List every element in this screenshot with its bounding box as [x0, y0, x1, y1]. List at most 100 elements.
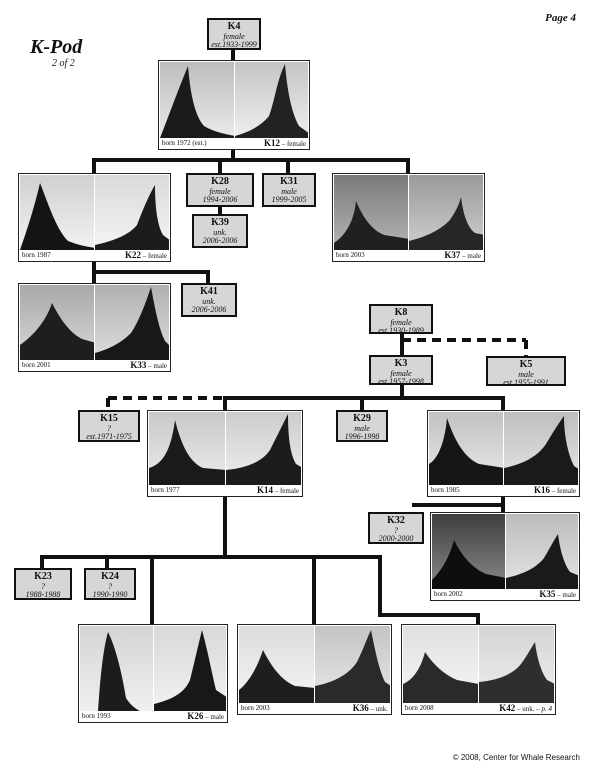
box-k41: K41 unk. 2006-2006	[181, 283, 237, 317]
box-id: K15	[100, 413, 118, 424]
box-id: K8	[394, 307, 408, 318]
dorsal-fin-left-photo	[432, 514, 506, 589]
photo-desc: female	[279, 487, 299, 495]
dorsal-fin-icon	[98, 632, 140, 711]
dorsal-fin-right-photo	[225, 412, 301, 485]
photo-born: born 2003	[241, 704, 270, 712]
dorsal-fin-icon	[505, 534, 578, 589]
box-sex: female	[390, 317, 412, 327]
box-k29: K29 male 1996-1998	[336, 410, 388, 442]
box-years: est.1957-1998	[378, 376, 424, 386]
dorsal-fin-icon	[225, 414, 301, 485]
box-years: 2006-2006	[202, 235, 238, 245]
box-years: 1988-1988	[25, 589, 61, 599]
box-sex: unk.	[202, 296, 216, 306]
photo-desc: male	[467, 252, 481, 260]
photo-id: K33	[130, 360, 147, 370]
box-sex: ?	[41, 581, 45, 591]
box-years: 2000-2000	[378, 533, 414, 543]
box-sex: female	[223, 31, 245, 41]
dorsal-fin-left-photo	[334, 175, 409, 250]
dorsal-fin-right-photo	[153, 626, 226, 711]
dorsal-fin-icon	[409, 197, 483, 250]
photo-k12: born 1972 (est.) K12 – female	[158, 60, 310, 150]
photo-k14: born 1977 K14 – female	[147, 410, 303, 497]
dorsal-fin-icon	[160, 66, 234, 138]
box-sex: female	[390, 368, 412, 378]
box-sex: ?	[107, 423, 111, 433]
box-years: est.1971-1975	[86, 431, 132, 441]
dorsal-fin-icon	[315, 630, 390, 703]
dorsal-fin-icon	[429, 418, 503, 485]
dorsal-fin-icon	[95, 185, 169, 250]
dorsal-fin-icon	[20, 183, 94, 250]
photo-id: K42	[499, 703, 516, 713]
photo-id: K14	[256, 485, 273, 495]
box-k8: K8 female est.1930-1989	[369, 304, 433, 335]
box-sex: male	[281, 186, 297, 196]
copyright: © 2008, Center for Whale Research	[452, 753, 580, 762]
box-sex: male	[518, 369, 534, 379]
photo-id: K26	[187, 711, 204, 721]
box-k32: K32 ? 2000-2000	[368, 512, 424, 544]
photo-born: born 1977	[151, 486, 180, 494]
box-id: K4	[227, 21, 241, 32]
dorsal-fin-left-photo	[429, 412, 504, 485]
photo-id: K16	[533, 485, 550, 495]
box-id: K23	[34, 571, 52, 582]
dorsal-fin-right-photo	[479, 626, 554, 703]
dorsal-fin-right-photo	[409, 175, 483, 250]
dorsal-fin-left-photo	[20, 285, 95, 360]
dorsal-fin-icon	[149, 420, 225, 485]
dorsal-fin-right-photo	[95, 175, 169, 250]
box-k31: K31 male 1999-2005	[262, 173, 316, 207]
box-id: K3	[394, 358, 408, 369]
box-k3: K3 female est.1957-1998	[369, 355, 433, 386]
box-sex: ?	[394, 525, 398, 535]
photo-k42: born 2008 K42 – unk. – p. 4	[401, 624, 556, 715]
photo-id: K12	[263, 138, 280, 148]
dorsal-fin-icon	[153, 630, 226, 711]
page-title: K-Pod	[30, 36, 83, 58]
box-id: K41	[200, 286, 218, 297]
box-k23: K23 ? 1988-1988	[14, 568, 72, 600]
box-id: K24	[101, 571, 119, 582]
photo-born: born 2002	[434, 590, 463, 598]
box-sex: ?	[108, 581, 112, 591]
box-years: 2006-2006	[191, 304, 227, 314]
photo-born: born 2001	[22, 361, 51, 369]
box-id: K29	[353, 413, 371, 424]
photo-desc: female	[286, 140, 306, 148]
box-years: est.1955-1991	[503, 377, 549, 387]
photo-id: K37	[444, 250, 461, 260]
dorsal-fin-left-photo	[403, 626, 479, 703]
dorsal-fin-left-photo	[20, 175, 95, 250]
box-sex: female	[209, 186, 231, 196]
box-k15: K15 ? est.1971-1975	[78, 410, 140, 442]
dorsal-fin-right-photo	[234, 62, 308, 138]
photo-note: p. 4	[541, 705, 553, 713]
dorsal-fin-icon	[239, 650, 314, 703]
photo-desc: female	[556, 487, 576, 495]
photo-desc: unk.	[375, 705, 388, 713]
dorsal-fin-icon	[334, 201, 408, 250]
photo-desc: male	[153, 362, 167, 370]
box-k4: K4 female est.1933-1999	[207, 18, 261, 50]
dorsal-fin-right-photo	[95, 285, 169, 360]
dorsal-fin-right-photo	[504, 412, 578, 485]
photo-k26: born 1993 K26 – male	[78, 624, 228, 723]
dorsal-fin-left-photo	[160, 62, 235, 138]
photo-desc: male	[210, 713, 224, 721]
dorsal-fin-icon	[479, 642, 554, 703]
box-years: 1996-1998	[344, 431, 380, 441]
dorsal-fin-right-photo	[315, 626, 390, 703]
dorsal-fin-left-photo	[239, 626, 315, 703]
box-k39: K39 unk. 2006-2006	[192, 214, 248, 248]
box-sex: unk.	[213, 227, 227, 237]
photo-born: born 1972 (est.)	[162, 139, 207, 147]
dorsal-fin-icon	[20, 303, 94, 360]
box-id: K39	[211, 217, 229, 228]
box-k5: K5 male est.1955-1991	[486, 356, 566, 387]
box-years: 1994-2006	[202, 194, 238, 204]
box-years: est.1933-1999	[211, 39, 257, 49]
